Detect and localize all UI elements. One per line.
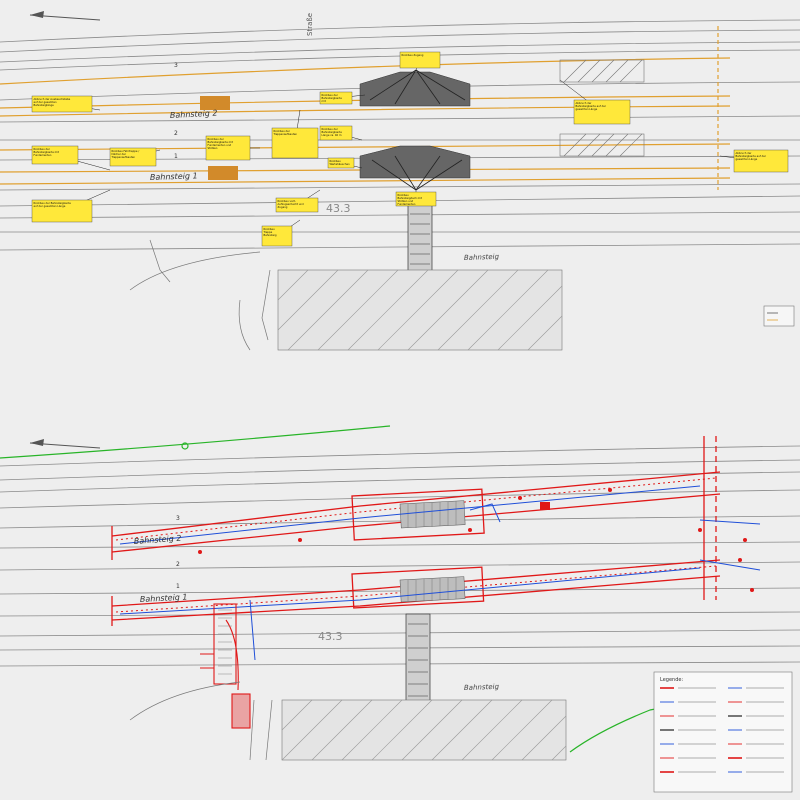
new-platform-dots [115,477,717,613]
street-label: Straße [306,13,314,36]
legend-title: Legende: [660,677,683,683]
hatched-zones-top [559,59,645,157]
road-curbs-bottom [129,681,273,761]
km-label: 43.3 [326,202,351,215]
boundary-marker [181,442,189,450]
callout-box [275,197,319,213]
stair-grid-bottom [399,500,466,603]
legend-box-top [763,305,795,327]
track-number-2-bottom: 2 [176,561,180,568]
north-arrow-icon-bottom [29,439,101,449]
shelter-demolition-2 [200,96,230,110]
callout-box [31,199,93,223]
callout-box [395,191,437,207]
callout-box [319,125,353,141]
callout-box [205,135,251,161]
road-curbs-top [129,239,271,351]
legend-symbols [660,687,784,773]
callout-box [573,99,631,125]
track-lines-bottom [0,445,800,667]
bottom-plan: 3 2 1 Bahnsteig 2 Bahnsteig 1 43.3 Bahns… [0,425,800,793]
building-top [277,269,563,351]
callout-box [31,95,93,113]
platform-1-label-bottom: Bahnsteig 1 [140,593,188,604]
callout-box [109,147,157,167]
platform-1-label: Bahnsteig 1 [150,171,198,182]
callout-box [319,91,353,105]
stair-leader-lines [369,69,466,191]
red-marker-group [198,488,754,592]
shelter-new [540,502,550,510]
track-number-2: 2 [174,130,178,137]
callout-box [31,145,79,165]
stair-structures-top [359,71,471,179]
new-platforms [111,436,721,626]
track-number-3-bottom: 3 [176,515,180,522]
track-number-1: 1 [174,153,178,160]
utility-lines [119,485,761,661]
platform-2-label-bottom: Bahnsteig 2 [134,534,182,546]
callout-text: Rückbau Zugang [402,53,424,57]
callout-box [261,225,293,247]
platform-label: Bahnsteig [464,253,500,262]
building-bottom [281,699,567,761]
legend-box: Legende: [653,671,793,793]
platform-2-label: Bahnsteig 2 [170,109,218,120]
ramp-hatch [218,609,232,675]
callout-box [733,149,789,173]
top-plan: Straße [0,11,800,351]
km-label-bottom: 43.3 [318,630,343,643]
shelter-demolition-1 [208,166,238,180]
callout-box [327,157,355,169]
north-arrow-icon [29,11,101,21]
callout-box [271,127,319,159]
track-number-3: 3 [174,62,178,69]
track-number-1-bottom: 1 [176,583,180,590]
callout-box [399,51,441,69]
platform-label-bottom: Bahnsteig [464,683,500,692]
